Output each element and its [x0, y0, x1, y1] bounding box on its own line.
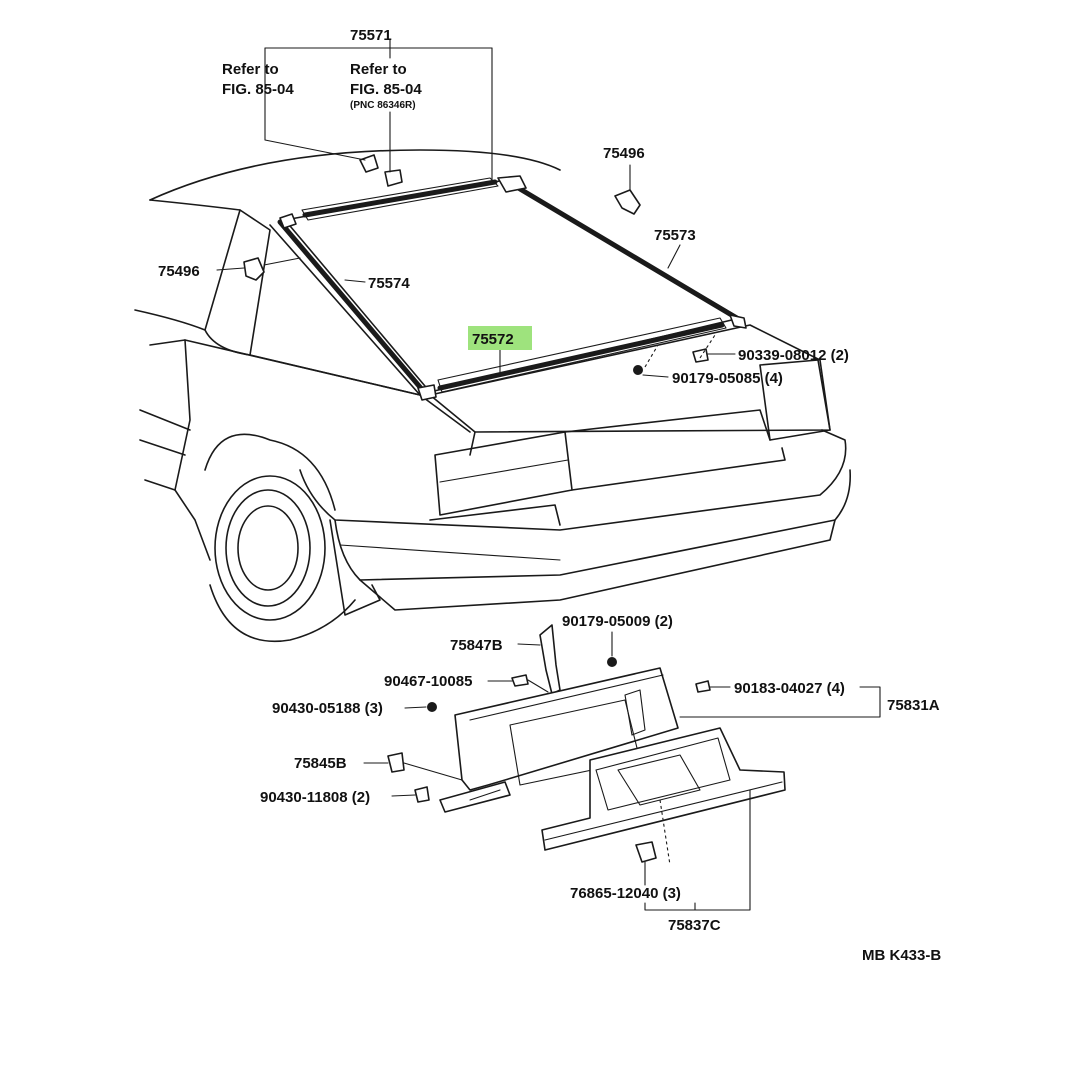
label-75571: 75571 [350, 27, 392, 44]
moulding-parts [277, 154, 747, 401]
label-refer-left-line2: FIG. 85-04 [222, 81, 294, 98]
trunk-fasteners [633, 334, 716, 375]
label-90339: 90339-08012 (2) [738, 347, 849, 364]
label-90179-05009: 90179-05009 (2) [562, 613, 673, 630]
label-75496-left: 75496 [158, 263, 200, 280]
bracket-75496-right [614, 189, 641, 215]
label-refer-right-line3: (PNC 86346R) [350, 100, 416, 111]
label-75847B: 75847B [450, 637, 503, 654]
label-90467: 90467-10085 [384, 673, 472, 690]
label-90179-05085: 90179-05085 (4) [672, 370, 783, 387]
label-76865: 76865-12040 (3) [570, 885, 681, 902]
label-90183: 90183-04027 (4) [734, 680, 845, 697]
label-75573: 75573 [654, 227, 696, 244]
label-75831A: 75831A [887, 697, 940, 714]
label-75574: 75574 [368, 275, 410, 292]
figure-code: MB K433-B [862, 947, 941, 964]
license-assembly [387, 624, 786, 866]
leader-lines [216, 39, 881, 911]
car-body-drawing [134, 149, 852, 642]
bracket-75496-left [243, 257, 265, 281]
part-labels: 75571 Refer to FIG. 85-04 Refer to FIG. … [158, 27, 941, 964]
label-refer-right-line2: FIG. 85-04 [350, 81, 422, 98]
label-75572: 75572 [472, 331, 514, 348]
label-refer-left-line1: Refer to [222, 61, 279, 78]
label-75845B: 75845B [294, 755, 347, 772]
label-90430-05188: 90430-05188 (3) [272, 700, 383, 717]
label-90430-11808: 90430-11808 (2) [260, 789, 370, 806]
label-75572-highlight [468, 326, 532, 350]
label-75837C: 75837C [668, 917, 721, 934]
label-refer-right-line1: Refer to [350, 61, 407, 78]
label-75496-right: 75496 [603, 145, 645, 162]
